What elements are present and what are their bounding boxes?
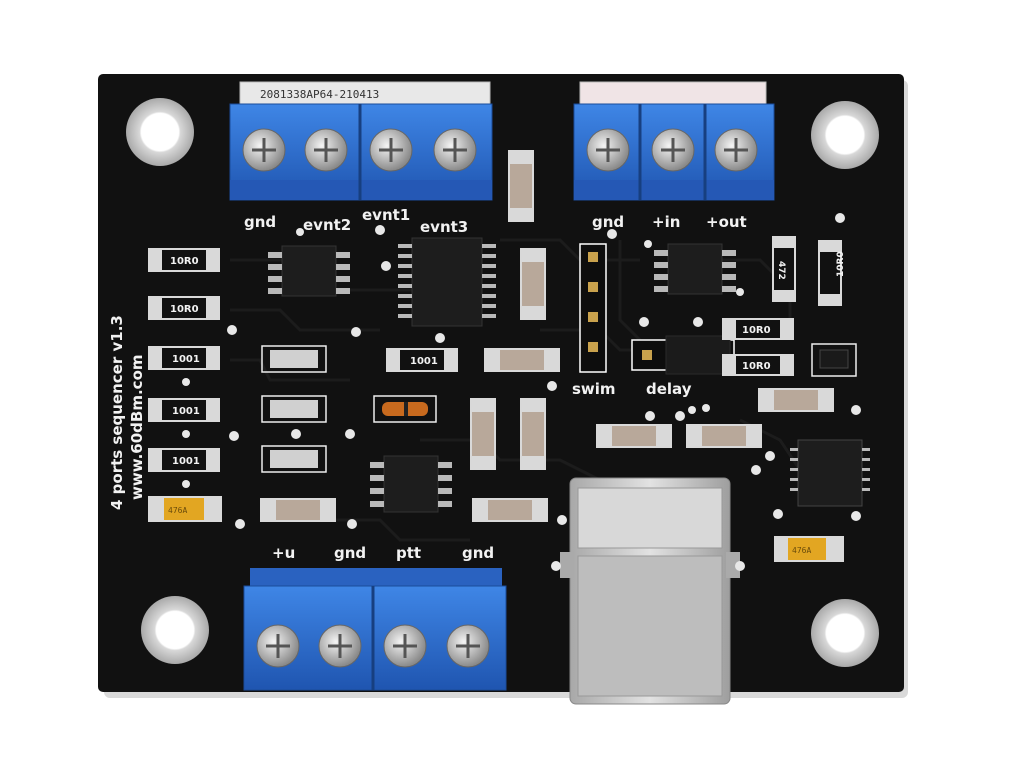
label-gnd: gnd — [244, 213, 276, 231]
label-gnd: gnd — [592, 213, 624, 231]
led — [261, 345, 327, 373]
label-evnt2: evnt2 — [303, 216, 351, 234]
swim-header[interactable] — [579, 243, 607, 373]
tantalum-capacitor: 476A — [148, 496, 222, 522]
board-title: 4 ports sequencer v1.3 — [108, 315, 126, 510]
capacitor — [260, 498, 336, 522]
terminal-block-top-left[interactable]: 2081338AP64-210413 — [229, 81, 493, 201]
resistor-label: 10R0 — [170, 256, 199, 267]
mounting-hole-icon — [811, 599, 879, 667]
label-plus-in: +in — [652, 213, 680, 231]
label-delay: delay — [646, 380, 692, 398]
capacitor-label: 476A — [792, 546, 811, 555]
mounting-hole-icon — [811, 101, 879, 169]
resistor-label: 1001 — [172, 354, 200, 365]
resistor: 10R0 — [148, 296, 220, 320]
capacitor — [508, 150, 534, 222]
label-gnd: gnd — [462, 544, 494, 562]
resistor-label: 10R0 — [836, 251, 846, 277]
terminal-sticker: 2081338AP64-210413 — [260, 88, 379, 101]
usb-b-connector-icon[interactable] — [560, 477, 740, 705]
terminal-screw-icon[interactable] — [714, 128, 758, 172]
resistor-label: 10R0 — [170, 304, 199, 315]
resistor: 1001 — [148, 398, 220, 422]
resistor: 10R0 — [722, 354, 794, 376]
resistor-label: 10R0 — [742, 361, 771, 372]
terminal-screw-icon[interactable] — [586, 128, 630, 172]
board-url: www.60dBm.com — [128, 354, 146, 500]
terminal-screw-icon[interactable] — [369, 128, 413, 172]
diode — [373, 395, 437, 423]
ic-chip-icon — [654, 243, 736, 295]
capacitor — [596, 424, 672, 448]
terminal-screw-icon[interactable] — [651, 128, 695, 172]
mounting-hole-icon — [126, 98, 194, 166]
capacitor — [484, 348, 560, 372]
capacitor — [686, 424, 762, 448]
capacitor — [520, 398, 546, 470]
tantalum-capacitor: 476A — [774, 536, 844, 562]
terminal-screw-icon[interactable] — [304, 128, 348, 172]
resistor: 1001 — [148, 346, 220, 370]
resistor-label: 1001 — [172, 456, 200, 467]
led — [261, 395, 327, 423]
capacitor-label: 476A — [168, 506, 187, 515]
resistor-label: 1001 — [410, 356, 438, 367]
resistor: 10R0 — [818, 240, 846, 306]
terminal-screw-icon[interactable] — [242, 128, 286, 172]
delay-jumper[interactable] — [631, 335, 735, 375]
resistor-label: 10R0 — [742, 325, 771, 336]
resistor: 10R0 — [148, 248, 220, 272]
ic-chip-icon — [790, 439, 870, 507]
resistor: 1001 — [148, 448, 220, 472]
led — [261, 445, 327, 473]
vias — [182, 213, 861, 571]
label-evnt3: evnt3 — [420, 218, 468, 236]
ic-chip-icon — [398, 237, 496, 327]
resistor-label: 1001 — [172, 406, 200, 417]
terminal-screw-icon[interactable] — [256, 624, 300, 668]
terminal-screw-icon[interactable] — [446, 624, 490, 668]
terminal-screw-icon[interactable] — [383, 624, 427, 668]
resistor-label: 472 — [776, 261, 786, 280]
terminal-screw-icon[interactable] — [433, 128, 477, 172]
terminal-block-bottom[interactable] — [243, 568, 507, 691]
ic-chip-icon — [268, 245, 350, 297]
capacitor — [520, 248, 546, 320]
label-ptt: ptt — [396, 544, 421, 562]
resistor: 1001 — [386, 348, 458, 372]
ic-chip-icon — [370, 455, 452, 513]
label-gnd: gnd — [334, 544, 366, 562]
label-evnt1: evnt1 — [362, 206, 410, 224]
resistor: 10R0 — [722, 318, 794, 340]
label-plus-u: +u — [272, 544, 295, 562]
capacitor — [758, 388, 834, 412]
label-swim: swim — [572, 380, 616, 398]
transistor — [811, 343, 857, 377]
capacitor — [472, 498, 548, 522]
mounting-hole-icon — [141, 596, 209, 664]
resistor: 472 — [772, 236, 796, 302]
capacitor — [470, 398, 496, 470]
label-plus-out: +out — [706, 213, 747, 231]
terminal-screw-icon[interactable] — [318, 624, 362, 668]
